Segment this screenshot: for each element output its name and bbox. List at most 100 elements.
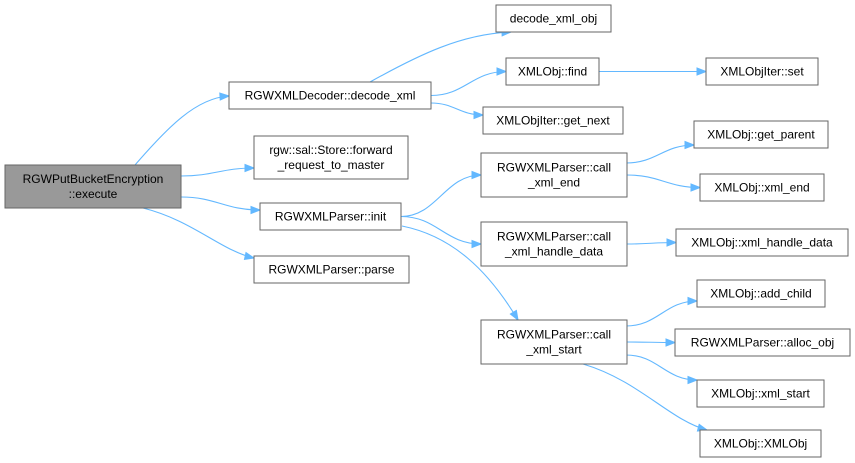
edge-line <box>582 363 708 431</box>
node-box[interactable] <box>259 202 402 231</box>
edge-call_xml_start-to-xmlobj_xmlobj <box>582 363 709 432</box>
node-xmlobj-find[interactable]: XMLObj::find <box>505 57 600 86</box>
node-label: _request_to_master <box>277 158 385 172</box>
edge-parser_init-to-call_xml_start <box>401 225 519 322</box>
node-box[interactable] <box>693 120 829 149</box>
arrowhead-icon <box>219 92 231 101</box>
node-box[interactable] <box>699 429 822 458</box>
edge-line <box>400 215 482 245</box>
node-label: RGWPutBucketEncryption <box>23 172 164 186</box>
edge-decoder_decode-to-xmlobj_find <box>430 67 508 97</box>
edge-parser_init-to-call_xml_handle_data <box>400 215 483 249</box>
edge-line <box>626 174 701 189</box>
node-label: XMLObj::find <box>518 65 587 79</box>
node-xmlobj-xml-end[interactable]: XMLObj::xml_end <box>699 173 825 202</box>
node-parser-init[interactable]: RGWXMLParser::init <box>259 202 402 231</box>
node-label: XMLObj::get_parent <box>707 128 815 142</box>
edge-parser_init-to-call_xml_end <box>400 170 483 218</box>
node-decoder-decode[interactable]: RGWXMLDecoder::decode_xml <box>228 81 432 110</box>
node-label: RGWXMLParser::call <box>497 328 611 342</box>
arrowhead-icon <box>665 338 677 347</box>
node-root[interactable]: RGWPutBucketEncryption::execute <box>4 164 182 209</box>
arrowhead-icon <box>687 296 699 306</box>
node-box[interactable] <box>699 173 825 202</box>
arrowhead-icon <box>496 67 508 76</box>
arrowhead-icon <box>690 183 702 192</box>
node-store-forward[interactable]: rgw::sal::Store::forward_request_to_mast… <box>253 135 409 180</box>
node-box[interactable] <box>4 164 182 209</box>
node-box[interactable] <box>696 379 825 408</box>
edge-line <box>430 70 507 97</box>
node-box[interactable] <box>253 135 409 180</box>
node-box[interactable] <box>696 279 826 308</box>
node-xmlobj-get-parent[interactable]: XMLObj::get_parent <box>693 120 829 149</box>
edge-xmlobj_find-to-xmlobjiter_set <box>599 67 708 76</box>
node-parser-alloc-obj[interactable]: RGWXMLParser::alloc_obj <box>674 328 851 357</box>
arrowhead-icon <box>666 238 678 247</box>
node-call-xml-end[interactable]: RGWXMLParser::call_xml_end <box>480 152 628 198</box>
node-label: RGWXMLParser::alloc_obj <box>691 336 834 350</box>
edge-line <box>625 354 698 381</box>
node-box[interactable] <box>480 221 628 267</box>
node-label: rgw::sal::Store::forward <box>269 143 392 157</box>
arrowhead-icon <box>684 140 696 150</box>
node-xmlobj-xml-handle-data[interactable]: XMLObj::xml_handle_data <box>675 228 849 257</box>
edge-call_xml_end-to-xmlobj_get_parent <box>625 140 696 164</box>
node-label: ::execute <box>69 187 118 201</box>
edge-line <box>625 300 698 327</box>
node-box[interactable] <box>480 152 628 198</box>
node-parser-parse[interactable]: RGWXMLParser::parse <box>253 255 410 284</box>
edge-line <box>180 167 255 177</box>
node-label: RGWXMLDecoder::decode_xml <box>245 89 416 103</box>
node-xmlobj-add-child[interactable]: XMLObj::add_child <box>696 279 826 308</box>
arrowhead-icon <box>471 170 483 180</box>
node-box[interactable] <box>228 81 432 110</box>
node-label: XMLObj::xml_start <box>711 387 810 401</box>
node-xmlobjiter-get-next[interactable]: XMLObjIter::get_next <box>482 106 624 135</box>
node-label: _xml_end <box>527 176 580 190</box>
node-box[interactable] <box>495 4 612 33</box>
edge-root-to-parser_init <box>180 196 262 215</box>
node-box[interactable] <box>253 255 410 284</box>
edge-call_xml_handle_data-to-xmlobj_xml_handle_data <box>626 238 678 247</box>
node-box[interactable] <box>675 228 849 257</box>
node-decode-xml-obj[interactable]: decode_xml_obj <box>495 4 612 33</box>
node-label: _xml_start <box>525 343 582 357</box>
node-xmlobj-xml-start[interactable]: XMLObj::xml_start <box>696 379 825 408</box>
node-box[interactable] <box>482 106 624 135</box>
node-label: RGWXMLParser::init <box>275 210 387 224</box>
node-label: RGWXMLParser::call <box>497 161 611 175</box>
node-label: XMLObjIter::get_next <box>496 114 610 128</box>
node-box[interactable] <box>674 328 851 357</box>
node-xmlobjiter-set[interactable]: XMLObjIter::set <box>705 57 819 86</box>
node-label: RGWXMLParser::parse <box>268 263 394 277</box>
edge-call_xml_start-to-xmlobj_xml_start <box>625 354 699 385</box>
edge-root-to-parser_parse <box>142 207 256 261</box>
edge-call_xml_start-to-xmlobj_add_child <box>625 296 699 327</box>
edge-line <box>625 144 695 164</box>
node-box[interactable] <box>505 57 600 86</box>
edge-line <box>180 196 261 211</box>
nodes-layer: RGWPutBucketEncryption::execute RGWXMLDec… <box>4 4 851 458</box>
arrowhead-icon <box>244 163 256 173</box>
edge-root-to-store_forward <box>180 163 256 177</box>
node-call-xml-handle-data[interactable]: RGWXMLParser::call_xml_handle_data <box>480 221 628 267</box>
edge-line <box>400 174 482 218</box>
edge-decoder_decode-to-xmlobjiter_get_next <box>430 102 485 120</box>
node-label: XMLObj::xml_handle_data <box>691 236 833 250</box>
node-label: decode_xml_obj <box>510 12 597 26</box>
node-call-xml-start[interactable]: RGWXMLParser::call_xml_start <box>480 319 628 365</box>
arrowhead-icon <box>471 239 483 249</box>
edge-line <box>142 207 255 259</box>
node-label: XMLObj::XMLObj <box>714 437 807 451</box>
arrowhead-icon <box>250 205 262 215</box>
arrowhead-icon <box>687 375 699 385</box>
edge-line <box>401 225 519 321</box>
node-xmlobj-xmlobj[interactable]: XMLObj::XMLObj <box>699 429 822 458</box>
arrowhead-icon <box>473 110 485 120</box>
arrowhead-icon <box>696 67 708 76</box>
node-box[interactable] <box>705 57 819 86</box>
edge-root-to-decoder_decode <box>134 92 231 166</box>
node-box[interactable] <box>480 319 628 365</box>
